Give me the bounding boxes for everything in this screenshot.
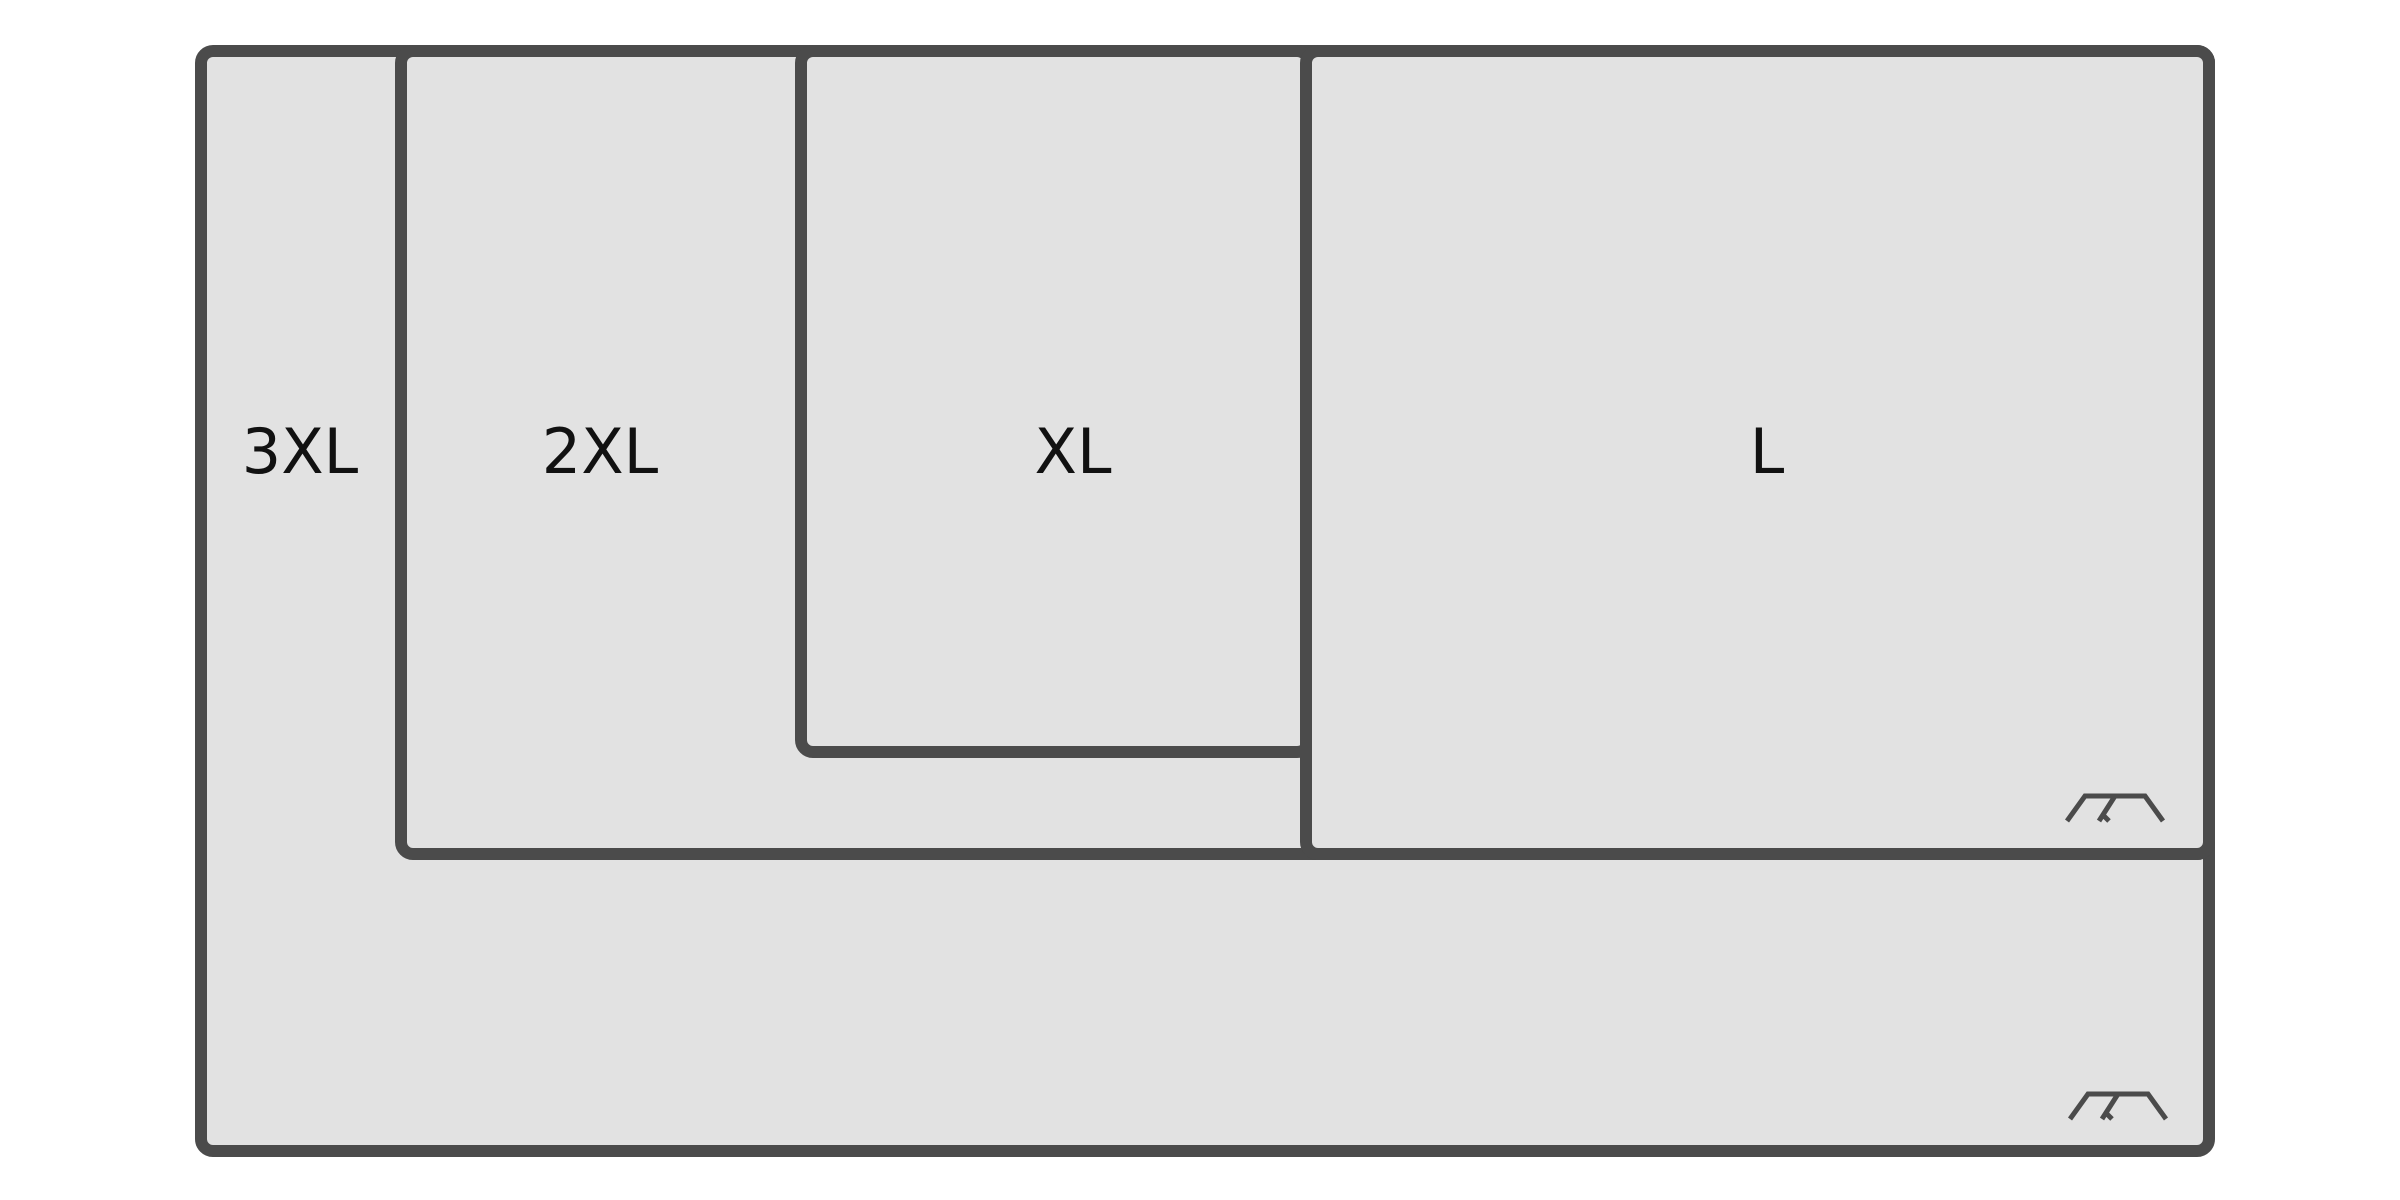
size-label-3xl: 3XL: [241, 415, 359, 488]
pad-l-outline: [1300, 45, 2215, 860]
size-label-l: L: [1749, 415, 1785, 488]
pad-xl-outline: [795, 45, 1315, 758]
brand-logo-icon: [2068, 1091, 2169, 1121]
size-label-xl: XL: [1034, 415, 1112, 488]
size-label-2xl: 2XL: [541, 415, 659, 488]
brand-logo-icon: [2065, 793, 2166, 823]
